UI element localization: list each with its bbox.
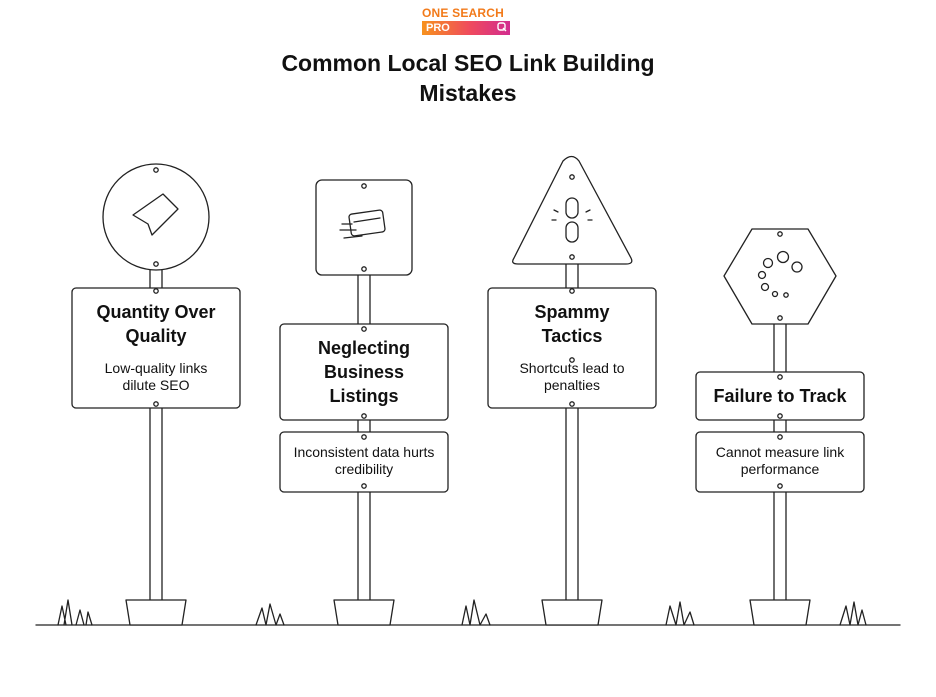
sign-2-description: Inconsistent data hurts credibility: [293, 444, 435, 477]
sign-1: [71, 163, 241, 626]
sign-1-bolt: [153, 261, 159, 267]
sign-2-heading: Neglecting Business Listings: [317, 338, 410, 406]
search-icon: [497, 22, 507, 32]
sign-2: [279, 179, 449, 626]
sign-3-triangle-plate: [512, 155, 633, 265]
sign-4-base: [749, 599, 811, 626]
brand-pro: PRO: [426, 22, 450, 34]
tag-icon: [132, 193, 179, 236]
sign-1-description: Low-quality links dilute SEO: [104, 360, 208, 393]
sign-4-hexagon-plate: [723, 228, 837, 325]
sign-4-subboard: [695, 431, 865, 493]
grass-tuft-4: [665, 601, 695, 626]
sign-1-board: [71, 287, 241, 409]
brand-bar: PRO: [422, 21, 510, 35]
card-hand-icon: [339, 209, 386, 239]
sign-3: [487, 155, 657, 626]
page-title: Common Local SEO Link Building Mistakes: [281, 50, 655, 106]
sign-2-board: [279, 323, 449, 421]
sign-2-base: [333, 599, 395, 626]
broken-link-icon: [551, 197, 593, 243]
brand-name: ONE SEARCH: [422, 6, 505, 20]
sign-1-circle-plate: [102, 163, 210, 271]
grass-tuft-3: [461, 599, 491, 626]
sign-1-bolt: [153, 167, 159, 173]
sign-1-heading: Quantity Over Quality: [96, 302, 216, 346]
sign-4: [695, 228, 865, 626]
grass-tuft-1: [57, 599, 93, 626]
sign-3-description: Shortcuts lead to penalties: [519, 360, 625, 393]
sign-3-heading: Spammy Tactics: [534, 302, 610, 346]
sign-4-heading: Failure to Track: [713, 386, 847, 406]
sign-4-board: [695, 371, 865, 421]
sign-2-square-plate: [315, 179, 413, 276]
sign-3-board: [487, 287, 657, 409]
sign-4-description: Cannot measure link performance: [715, 444, 845, 477]
grass-tuft-2: [255, 603, 285, 626]
sign-1-base: [125, 599, 187, 626]
sign-3-base: [541, 599, 603, 626]
scattered-dots-icon: [757, 250, 803, 298]
grass-tuft-5: [839, 601, 867, 626]
sign-2-subboard: [279, 431, 449, 493]
brand-logo: ONE SEARCH PRO: [422, 6, 512, 36]
